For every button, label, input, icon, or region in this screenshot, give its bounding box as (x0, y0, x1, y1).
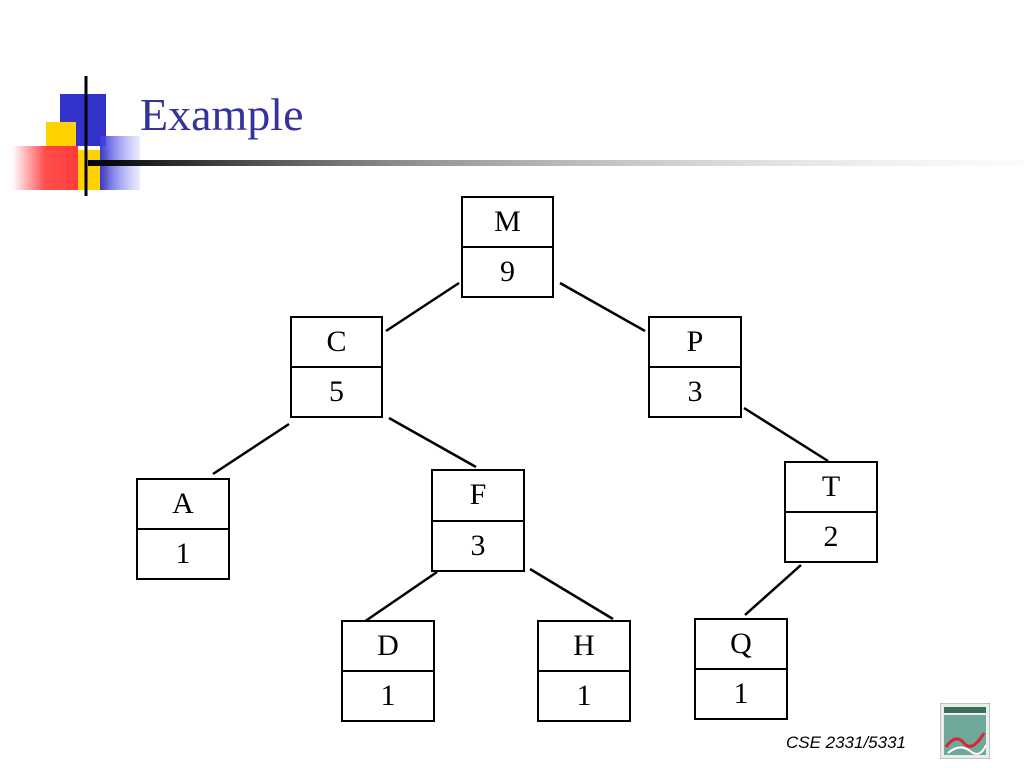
node-size: 9 (500, 255, 515, 288)
node-size: 1 (733, 677, 749, 710)
node-key: Q (696, 620, 786, 670)
algorithms-book-cover-icon (940, 703, 990, 759)
node-size: 5 (329, 375, 344, 408)
node-size: 3 (687, 375, 703, 408)
tree-edge-m-p (559, 281, 646, 333)
slide-title: Example (140, 89, 304, 140)
node-size: 1 (576, 679, 592, 712)
node-key: T (786, 463, 876, 513)
node-key: F (433, 471, 523, 522)
tree-edge-c-f (388, 416, 477, 469)
node-size: 1 (380, 679, 396, 712)
node-size: 1 (175, 537, 191, 570)
node-key: M (463, 198, 552, 248)
tree-edge-m-c (385, 281, 460, 333)
title-underline-rule (88, 160, 1024, 166)
tree-edge-f-h (529, 567, 614, 621)
tree-edge-t-q (744, 564, 802, 616)
node-key: A (138, 480, 228, 530)
tree-edge-p-t (743, 406, 829, 463)
node-key: C (292, 318, 381, 368)
tree-edge-c-a (212, 422, 290, 476)
node-size: 3 (470, 528, 486, 562)
tree-edge-f-d (363, 570, 438, 624)
node-key: H (539, 622, 629, 672)
node-size: 2 (823, 520, 839, 553)
node-key: D (343, 622, 433, 672)
node-key: P (650, 318, 740, 368)
course-footer: CSE 2331/5331 (785, 733, 906, 752)
